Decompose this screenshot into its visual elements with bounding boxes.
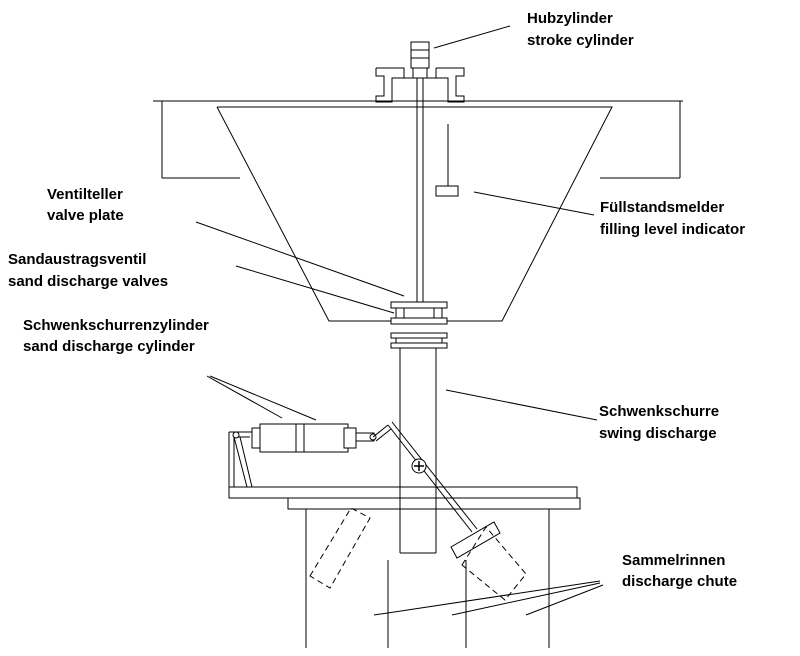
label-swing-discharge: Schwenkschurre swing discharge [599, 403, 719, 442]
sand-discharge-cylinder [251, 423, 377, 453]
label-stroke-cylinder-de: Hubzylinder [527, 10, 613, 27]
label-filling-level-indicator: Füllstandsmelder filling level indicator [600, 199, 745, 238]
label-sand-discharge-cylinder: Schwenkschurrenzylinder sand discharge c… [23, 317, 209, 355]
label-swing-discharge-en: swing discharge [599, 425, 717, 442]
label-discharge-chute-en: discharge chute [622, 573, 737, 590]
label-sand-discharge-cylinder-de: Schwenkschurrenzylinder [23, 317, 209, 334]
hopper [216, 106, 613, 322]
label-discharge-chute-de: Sammelrinnen [622, 552, 725, 569]
stroke-cylinder [375, 41, 465, 302]
base-frame [228, 486, 581, 510]
label-sand-discharge-cylinder-en: sand discharge cylinder [23, 338, 195, 355]
discharge-pipe [399, 348, 437, 554]
label-stroke-cylinder-en: stroke cylinder [527, 32, 634, 49]
label-sand-discharge-valves-de: Sandaustragsventil [8, 251, 146, 268]
label-stroke-cylinder: Hubzylinder stroke cylinder [527, 10, 634, 49]
label-discharge-chute: Sammelrinnen discharge chute [622, 552, 737, 590]
filling-level-indicator [435, 124, 459, 197]
collecting-box [305, 509, 550, 648]
label-sand-discharge-valves: Sandaustragsventil sand discharge valves [8, 251, 168, 290]
label-filling-level-indicator-en: filling level indicator [600, 221, 745, 238]
label-swing-discharge-de: Schwenkschurre [599, 403, 719, 420]
swing-discharge-arm [372, 421, 501, 559]
leader-lines [195, 25, 604, 616]
top-platform [153, 100, 683, 179]
alternate-positions [309, 507, 527, 601]
label-valve-plate-en: valve plate [47, 207, 124, 224]
label-sand-discharge-valves-en: sand discharge valves [8, 273, 168, 290]
label-filling-level-indicator-de: Füllstandsmelder [600, 199, 724, 216]
label-valve-plate-de: Ventilteller [47, 186, 123, 203]
label-valve-plate: Ventilteller valve plate [47, 186, 124, 224]
valve-assembly [390, 301, 448, 349]
